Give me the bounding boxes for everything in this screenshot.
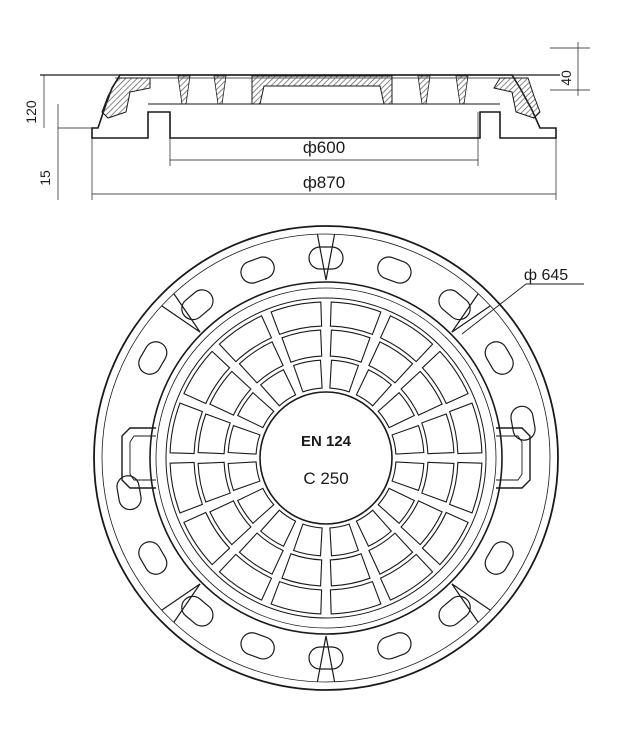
cover-cell xyxy=(236,391,275,429)
cover-cell xyxy=(169,461,204,514)
cover-cell xyxy=(329,523,360,557)
plan-view: EN 124 C 250 ф 645 xyxy=(93,225,584,691)
frame-slot xyxy=(377,632,412,660)
cover-cell xyxy=(400,500,443,546)
frame-slot xyxy=(116,475,142,511)
frame-notch xyxy=(451,583,491,623)
dim-cover-height: 40 xyxy=(558,70,574,86)
frame-slot xyxy=(308,646,344,670)
cover-cell xyxy=(197,413,231,455)
frame-slot xyxy=(240,256,275,284)
frame-notch xyxy=(161,293,201,333)
cover-cell xyxy=(368,532,414,575)
outer-frame xyxy=(93,225,559,691)
cover-cell xyxy=(329,553,371,587)
cover-cell xyxy=(292,359,323,393)
cover-cell xyxy=(329,301,382,336)
dim-inner-diameter: ф600 xyxy=(303,138,345,157)
cover-cell xyxy=(391,461,425,492)
cover-cell xyxy=(270,580,323,615)
frame-slot xyxy=(181,289,214,321)
cover-cell xyxy=(209,500,252,546)
frame-notch xyxy=(161,583,201,623)
cover-cell xyxy=(218,553,273,601)
frame-notch xyxy=(451,293,491,333)
frame-slot xyxy=(484,541,514,575)
cover-cell xyxy=(421,350,469,405)
cover-cell xyxy=(329,580,382,615)
cover-cell xyxy=(368,341,414,384)
cover-cell xyxy=(448,461,483,514)
cover-cell xyxy=(448,402,483,455)
dim-total-height: 120 xyxy=(23,100,39,124)
cover-cell xyxy=(377,487,416,525)
cover-ribs xyxy=(177,75,469,105)
cover-cell xyxy=(197,461,231,503)
frame-slot xyxy=(510,405,536,441)
cover-cell xyxy=(236,487,275,525)
cover-cell xyxy=(183,511,231,566)
cover-cell xyxy=(391,424,425,455)
cover-cell xyxy=(281,329,323,363)
cover-cell xyxy=(227,461,261,492)
cover-cell xyxy=(329,359,360,393)
cover-cell xyxy=(379,553,434,601)
section-view: 120 15 40 ф600 ф870 xyxy=(23,42,590,200)
cover-cell xyxy=(169,402,204,455)
frame-slots xyxy=(116,246,536,670)
cover-cell xyxy=(238,341,284,384)
cover-cell xyxy=(209,370,252,416)
frame-slot xyxy=(377,256,412,284)
cover-handles xyxy=(121,427,531,489)
dim-outer-diameter: ф870 xyxy=(303,173,345,192)
frame-slot xyxy=(484,341,514,375)
cover-cell xyxy=(259,368,297,407)
cover-cell xyxy=(329,329,371,363)
center-boss xyxy=(259,391,393,525)
frame-notches xyxy=(161,234,491,682)
cover-cell xyxy=(355,368,393,407)
load-class-label: C 250 xyxy=(303,469,348,488)
frame-notch xyxy=(316,234,336,281)
cover-cell xyxy=(183,350,231,405)
frame-slot xyxy=(438,595,471,627)
frame-slot xyxy=(181,595,214,627)
standard-label: EN 124 xyxy=(301,433,352,450)
cover-cell xyxy=(421,413,455,455)
cover-cell xyxy=(238,532,284,575)
cover-cell xyxy=(270,301,323,336)
frame-slot xyxy=(438,289,471,321)
frame-slot xyxy=(240,632,275,660)
cover-cell xyxy=(377,391,416,429)
dim-cover-diameter: ф 645 xyxy=(524,267,568,284)
dim-flange-thickness: 15 xyxy=(37,170,53,186)
cover-cell xyxy=(400,370,443,416)
frame-slot xyxy=(138,541,168,575)
cover-cell xyxy=(281,553,323,587)
frame-slot xyxy=(308,246,344,270)
frame-notch xyxy=(316,635,336,682)
frame-slot xyxy=(138,341,168,375)
cover-cell xyxy=(379,315,434,363)
cover-rings xyxy=(149,281,503,635)
cover-cell xyxy=(355,509,393,548)
cover-cell xyxy=(218,315,273,363)
cover-cell xyxy=(292,523,323,557)
cover-cell xyxy=(227,424,261,455)
cover-cell xyxy=(259,509,297,548)
cover-cell xyxy=(421,461,455,503)
cover-ribs-pattern xyxy=(169,301,483,615)
cover-cell xyxy=(421,511,469,566)
